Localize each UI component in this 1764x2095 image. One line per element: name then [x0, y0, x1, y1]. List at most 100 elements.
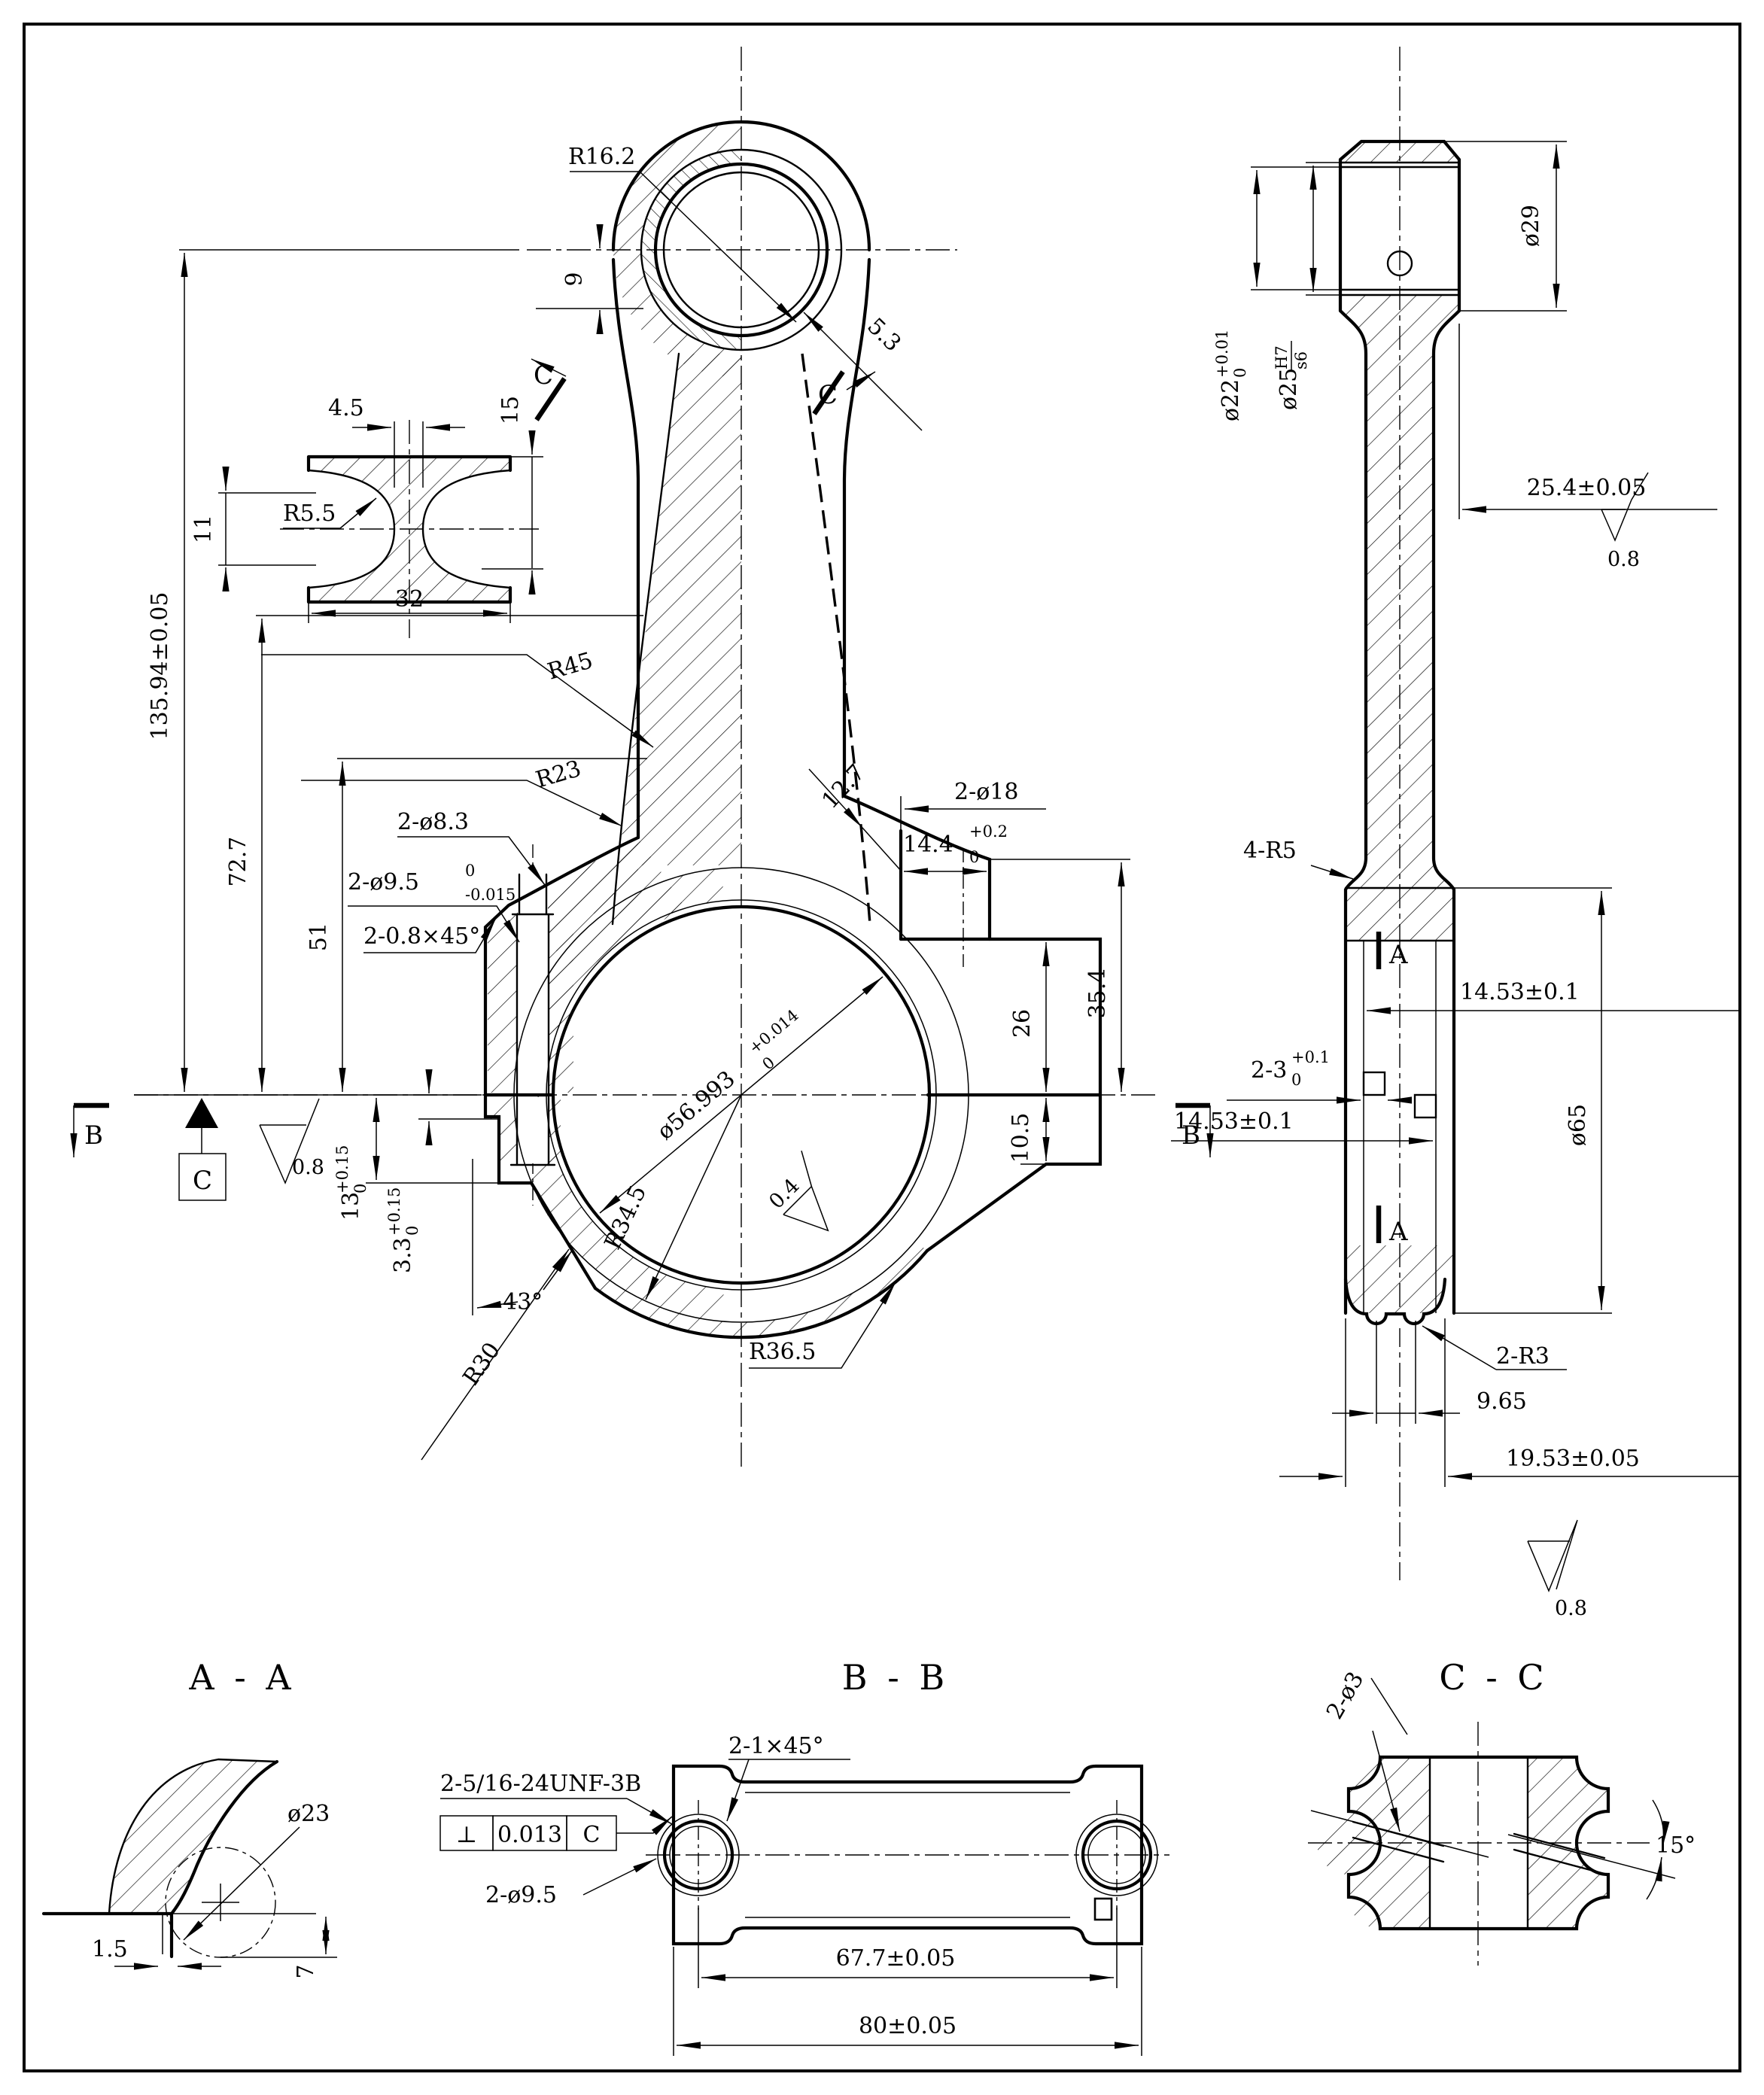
section-b-b: B - B 2-1×45° 2-5/16-24UNF-3B ⊥ 0.013 C … — [439, 1657, 1169, 2056]
slots-dn: 0 — [1291, 1071, 1301, 1089]
datum-c: C — [178, 1098, 227, 1201]
holes-9-5-label: 2-ø9.5 — [348, 869, 419, 895]
d1-5-label: 1.5 — [92, 1936, 128, 1963]
fcf-perpendicularity: ⊥ 0.013 C — [439, 1815, 673, 1851]
section-c-cut-marks: C C — [531, 358, 876, 421]
section-aa-title: A - A — [188, 1657, 295, 1698]
dim-9: 9 — [536, 224, 643, 334]
front-view: 135.94±0.05 72.7 51 9 R16.2 5.3 C C R45 … — [70, 47, 1214, 1469]
dim-10-5-label: 10.5 — [1008, 1113, 1034, 1163]
dim-2-3-slots: 2-3 +0.1 0 — [1227, 1048, 1412, 1104]
holes-8-3-label: 2-ø8.3 — [397, 809, 469, 835]
dim-d25: ø25 H7 s6 — [1273, 162, 1340, 410]
dim-9-label: 9 — [561, 272, 588, 286]
b-cut-right: B — [1182, 1120, 1200, 1151]
leader-r36-5: R36.5 — [749, 1282, 896, 1369]
fcf-symbol: ⊥ — [456, 1822, 477, 1848]
dim-total-length: 135.94±0.05 — [147, 592, 173, 740]
d9-65-label: 9.65 — [1477, 1388, 1527, 1415]
r30-label: R30 — [458, 1338, 506, 1391]
dim-67-7: 67.7±0.05 — [698, 1908, 1118, 1988]
section-c-c: C - C 2-ø3 15° — [1308, 1657, 1696, 1966]
section-a-cut-marks: A A — [1376, 932, 1408, 1247]
dim-72-7-label: 72.7 — [225, 837, 251, 887]
roughness-split-0-8: 0.8 — [259, 1098, 324, 1184]
section-cc-title: C - C — [1439, 1657, 1548, 1698]
dim-11: 11 — [190, 467, 316, 591]
leader-2-d18: 2-ø18 — [900, 779, 1046, 831]
d4-5-label: 4.5 — [328, 395, 364, 421]
r3-label: 2-R3 — [1496, 1343, 1550, 1370]
d15-label: 15 — [497, 396, 524, 424]
d3-3-label: 3.3 — [390, 1237, 416, 1273]
len67-label: 67.7±0.05 — [836, 1945, 956, 1972]
bb-chamfer-label: 2-1×45° — [728, 1733, 824, 1759]
r34-5-label: R34.5 — [600, 1181, 652, 1254]
dim-d65: ø65 — [1454, 887, 1612, 1314]
c-cut-left: C — [534, 360, 553, 391]
leader-2-d8-3: 2-ø8.3 — [397, 809, 546, 886]
dim-26: 26 — [1009, 942, 1050, 1092]
dim-9-65: 9.65 — [1332, 1321, 1527, 1424]
holes-18-label: 2-ø18 — [954, 779, 1018, 805]
holes-9-5-tol-up: 0 — [465, 862, 475, 880]
section-b-cut-marks: B B — [70, 1102, 1214, 1157]
ra-top-value: 0.8 — [1607, 548, 1640, 571]
dim-12-7-label: 12.7 — [817, 759, 870, 814]
d7-label: 7 — [293, 1964, 319, 1978]
r5-5-label: R5.5 — [283, 500, 336, 527]
d22-up: +0.01 — [1213, 330, 1231, 378]
d13-label: 13 — [338, 1192, 364, 1221]
sheet-border — [23, 23, 1741, 2072]
d65-label: ø65 — [1565, 1104, 1591, 1146]
dim-26-label: 26 — [1009, 1009, 1036, 1038]
section-bb-title: B - B — [842, 1657, 949, 1698]
section-a-a: A - A ø23 1.5 7 — [41, 1657, 337, 1979]
a-cut-top: A — [1388, 940, 1408, 970]
dim-d22: ø22 +0.01 0 — [1213, 166, 1340, 421]
d25-label: ø25 — [1276, 368, 1302, 410]
r5-label: 4-R5 — [1243, 838, 1297, 864]
d25-up: H7 — [1273, 345, 1291, 369]
dim-3-3: 3.3 +0.15 0 — [385, 1069, 499, 1273]
leader-r16-2: R16.2 — [568, 144, 797, 323]
side-view: 4-R5 A A ø22 +0.01 0 ø25 H7 s6 ø29 — [1171, 47, 1740, 1620]
leader-2-r3: 2-R3 — [1422, 1325, 1567, 1370]
dim-1-5: 1.5 — [92, 1936, 221, 1970]
shank-section-detail: 4.5 15 11 R5.5 32 — [190, 395, 543, 638]
slots-label: 2-3 — [1251, 1057, 1287, 1084]
d19-53-label: 19.53±0.05 — [1506, 1446, 1640, 1472]
bore-tol-dn: 0 — [759, 1054, 778, 1074]
d32-label: 32 — [395, 586, 424, 613]
dim-72-7: 72.7 — [225, 615, 643, 1092]
dim-d29: ø29 — [1444, 141, 1567, 312]
d3-3-dn: 0 — [403, 1226, 421, 1236]
leader-r5-5: R5.5 — [283, 497, 377, 529]
d13-up: +0.15 — [333, 1145, 351, 1193]
cc-holes-label: 2-ø3 — [1321, 1668, 1369, 1724]
leader-r30: R30 — [421, 1248, 570, 1461]
fcf-tolerance: 0.013 — [497, 1822, 562, 1848]
datum-c-label: C — [193, 1166, 212, 1196]
leader-r45: R45 — [261, 647, 654, 748]
dim-43-label: 43° — [503, 1289, 543, 1315]
d25-dn: s6 — [1292, 351, 1310, 369]
d14-4-dn: 0 — [969, 848, 979, 866]
dim-14-4: 14.4 +0.2 0 — [903, 822, 1008, 875]
dim-80: 80±0.05 — [673, 1947, 1142, 2056]
d23-label: ø23 — [287, 1801, 330, 1827]
holes-9-5-tol-dn: -0.015 — [465, 886, 516, 904]
d13-dn: 0 — [351, 1184, 370, 1193]
dim-19-53: 19.53±0.05 0.8 — [1279, 1318, 1740, 1620]
dim-10-5: 10.5 — [1008, 1098, 1050, 1165]
dim-5-3-label: 5.3 — [862, 313, 906, 357]
leader-chamfer-1x45: 2-1×45° — [726, 1733, 850, 1822]
dim-43deg: 43° — [472, 1159, 573, 1315]
dim-25-4: 25.4±0.05 0.8 — [1458, 324, 1717, 571]
ra-bottom-value: 0.8 — [1555, 1597, 1587, 1620]
b-cut-left: B — [84, 1120, 103, 1151]
roughness-bore-0-4: 0.4 — [765, 1151, 829, 1232]
dim-14-53-lower: 14.53±0.1 — [1171, 1108, 1433, 1145]
bb-holes-label: 2-ø9.5 — [485, 1882, 557, 1908]
